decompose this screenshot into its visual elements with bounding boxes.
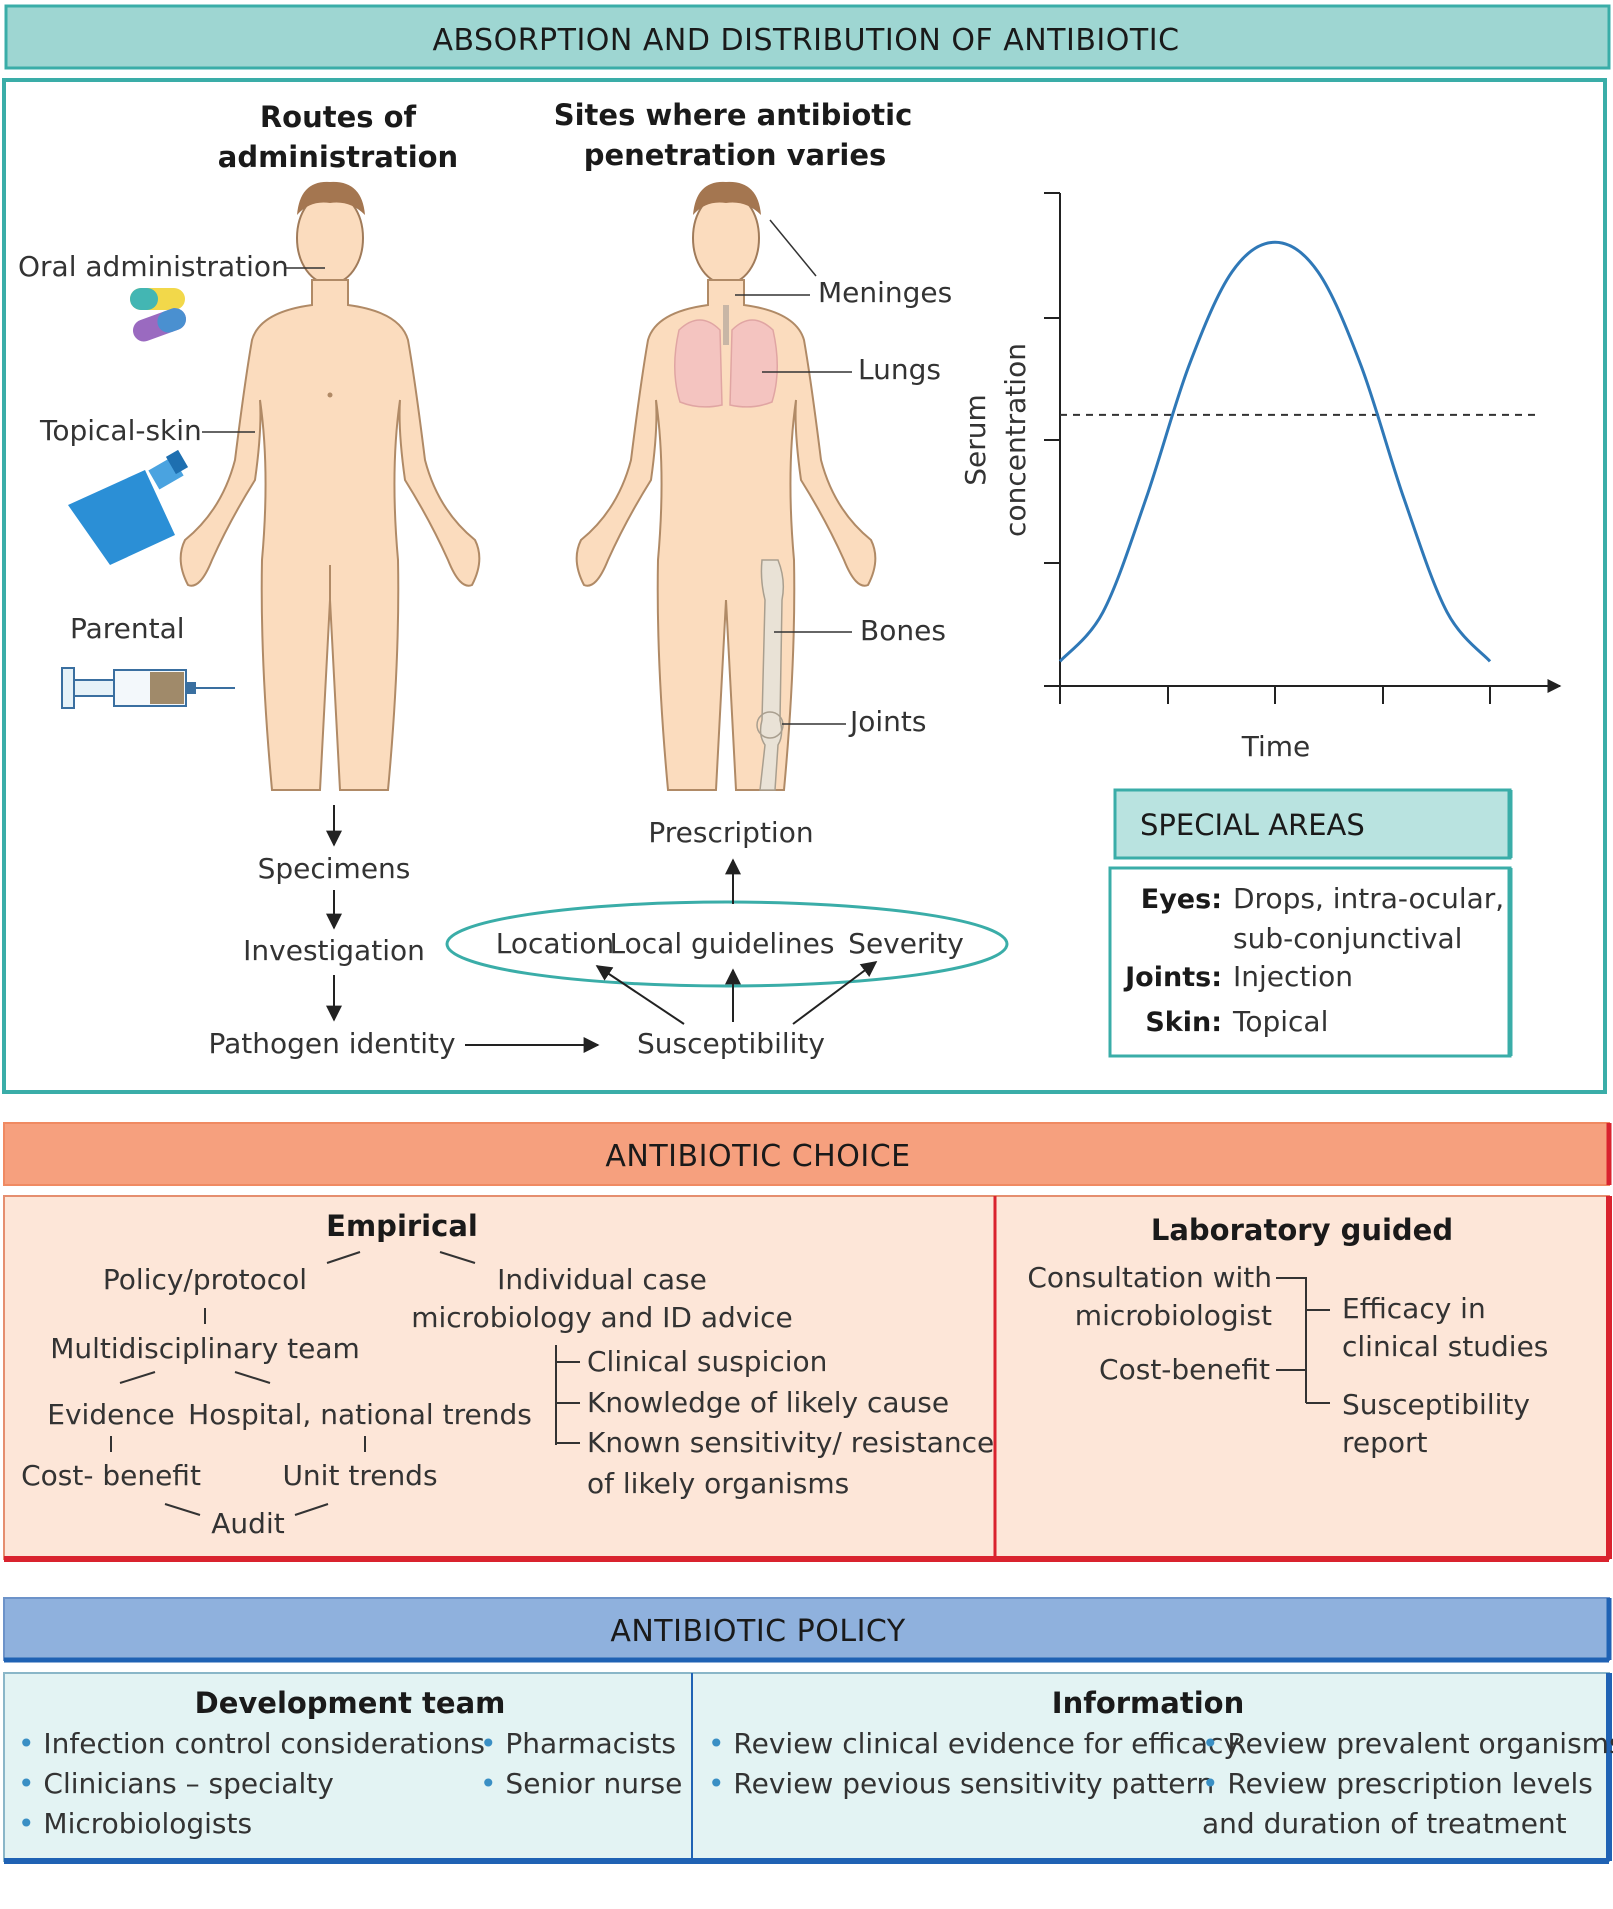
absorption-header: ABSORPTION AND DISTRIBUTION OF ANTIBIOTI… xyxy=(432,23,1179,58)
factor-guidelines: Local guidelines xyxy=(610,927,835,960)
empirical-bracket xyxy=(555,1345,580,1445)
syringe-icon xyxy=(61,667,235,709)
lab-efficacy-1: Efficacy in xyxy=(1342,1292,1486,1325)
route-parental: Parental xyxy=(70,612,185,645)
flow-prescription: Prescription xyxy=(648,816,813,849)
info-title: Information xyxy=(1052,1686,1244,1720)
flow-investigation: Investigation xyxy=(243,934,425,967)
choice-panel xyxy=(3,1195,1610,1560)
ointment-tube-icon xyxy=(68,449,189,565)
lab-report-2: report xyxy=(1342,1426,1428,1459)
lab-consult-1: Consultation with xyxy=(1027,1261,1272,1294)
lung-right xyxy=(729,319,778,408)
dev-item-3: • Microbiologists xyxy=(18,1807,252,1840)
body-figure-sites xyxy=(575,181,877,791)
dev-item-5: • Senior nurse xyxy=(480,1767,682,1800)
policy-header: ANTIBIOTIC POLICY xyxy=(610,1614,906,1649)
routes-title-line2: administration xyxy=(218,140,458,174)
flow-specimens: Specimens xyxy=(258,852,411,885)
empirical-branch-2: Knowledge of likely cause xyxy=(587,1386,949,1419)
special-joints-value: Injection xyxy=(1233,960,1353,993)
special-eyes-value2: sub-conjunctival xyxy=(1233,922,1462,955)
route-oral: Oral administration xyxy=(18,250,289,283)
special-eyes-label: Eyes: xyxy=(1141,884,1222,915)
knee-joint xyxy=(756,711,784,739)
empirical-individual-1: Individual case xyxy=(497,1263,707,1296)
empirical-trends: Hospital, national trends xyxy=(188,1398,532,1431)
serum-curve xyxy=(1058,240,1492,663)
empirical-audit: Audit xyxy=(211,1507,284,1540)
graph-ylabel-line2: concentration xyxy=(999,343,1032,537)
choice-header-bar xyxy=(3,1122,1610,1186)
empirical-policy: Policy/protocol xyxy=(103,1263,307,1296)
dev-item-4: • Pharmacists xyxy=(480,1727,676,1760)
special-skin-value: Topical xyxy=(1232,1005,1328,1038)
section-absorption: ABSORPTION AND DISTRIBUTION OF ANTIBIOTI… xyxy=(2,4,1611,1094)
info-item-1: • Review clinical evidence for efficacy xyxy=(708,1727,1240,1760)
graph-xlabel: Time xyxy=(1241,730,1311,763)
dev-team-title: Development team xyxy=(195,1686,506,1720)
empirical-team: Multidisciplinary team xyxy=(50,1332,360,1365)
flow-susceptibility: Susceptibility xyxy=(637,1027,825,1060)
section-choice: ANTIBIOTIC CHOICE Empirical Policy/proto… xyxy=(3,1122,1612,1562)
info-item-3: • Review prevalent organisms xyxy=(1202,1727,1613,1760)
lab-bracket xyxy=(1276,1277,1330,1404)
empirical-unit-trends: Unit trends xyxy=(282,1459,437,1492)
special-areas-box: SPECIAL AREAS Eyes: Drops, intra-ocular,… xyxy=(1108,788,1513,1058)
lab-efficacy-2: clinical studies xyxy=(1342,1330,1548,1363)
special-eyes-value1: Drops, intra-ocular, xyxy=(1233,882,1504,915)
factors-ellipse xyxy=(445,900,1009,988)
site-joints: Joints xyxy=(848,705,926,738)
bone-femur xyxy=(759,559,785,791)
special-skin-label: Skin: xyxy=(1145,1007,1222,1038)
graph-ylabel-line1: Serum xyxy=(959,394,992,486)
section-policy: ANTIBIOTIC POLICY Development team • Inf… xyxy=(3,1597,1613,1864)
sites-title-line2: penetration varies xyxy=(584,138,887,172)
serum-concentration-graph: Serum concentration Time xyxy=(959,192,1562,763)
lab-consult-2: microbiologist xyxy=(1075,1299,1272,1332)
empirical-individual-2: microbiology and ID advice xyxy=(411,1301,793,1334)
empirical-cost-benefit: Cost- benefit xyxy=(21,1459,201,1492)
empirical-evidence: Evidence xyxy=(47,1398,174,1431)
special-areas-title: SPECIAL AREAS xyxy=(1140,808,1365,842)
lung-left xyxy=(674,319,723,408)
sites-title-line1: Sites where antibiotic xyxy=(554,98,913,132)
factor-severity: Severity xyxy=(848,927,964,960)
dev-item-1: • Infection control considerations xyxy=(18,1727,485,1760)
info-item-4: • Review prescription levels xyxy=(1202,1767,1593,1800)
factor-location: Location xyxy=(496,927,614,960)
info-item-5: and duration of treatment xyxy=(1202,1807,1567,1840)
empirical-title: Empirical xyxy=(326,1209,478,1243)
choice-header: ANTIBIOTIC CHOICE xyxy=(605,1139,910,1174)
routes-title-line1: Routes of xyxy=(260,100,417,134)
body-figure-routes xyxy=(179,181,481,791)
lab-title: Laboratory guided xyxy=(1151,1213,1453,1247)
info-item-2: • Review pevious sensitivity pattern xyxy=(708,1767,1214,1800)
special-joints-label: Joints: xyxy=(1123,962,1222,993)
site-meninges: Meninges xyxy=(818,276,952,309)
dev-item-2: • Clinicians – specialty xyxy=(18,1767,334,1800)
site-lungs: Lungs xyxy=(858,353,941,386)
lab-report-1: Susceptibility xyxy=(1342,1388,1530,1421)
empirical-branch-1: Clinical suspicion xyxy=(587,1345,827,1378)
route-topical: Topical-skin xyxy=(39,414,202,447)
policy-header-bar xyxy=(3,1597,1610,1661)
lab-cost-benefit: Cost-benefit xyxy=(1099,1353,1270,1386)
empirical-branch-4: of likely organisms xyxy=(587,1467,849,1500)
absorption-header-bar xyxy=(4,4,1611,70)
empirical-branch-3: Known sensitivity/ resistance xyxy=(587,1426,994,1459)
site-bones: Bones xyxy=(860,614,946,647)
capsule-icon xyxy=(130,288,186,342)
flow-pathogen: Pathogen identity xyxy=(208,1027,455,1060)
